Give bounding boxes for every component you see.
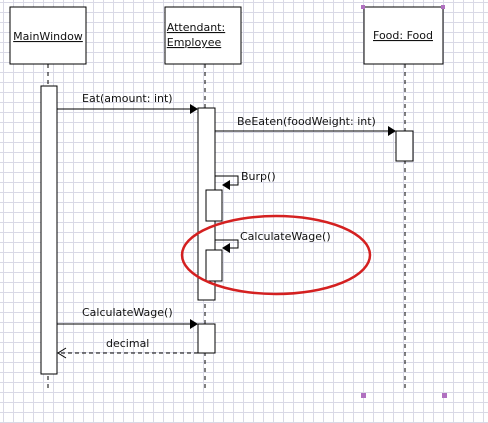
participant-label: Food: Food [373, 29, 433, 42]
message-eat[interactable]: Eat(amount: int) [57, 92, 198, 114]
activation-bar-food[interactable] [395, 130, 414, 162]
participant-box [363, 6, 444, 65]
participant-box [9, 6, 87, 65]
highlight-ellipse [180, 214, 372, 296]
participant-box [164, 6, 242, 65]
arrowhead-filled [190, 104, 198, 114]
activation-bar-attendant-2[interactable] [197, 323, 216, 354]
participant-mainwindow[interactable]: MainWindow [9, 6, 87, 65]
arrowhead-open [57, 347, 67, 359]
activation-bar-burp[interactable] [205, 189, 223, 222]
message-label: BeEaten(foodWeight: int) [237, 115, 376, 128]
message-burp[interactable]: Burp() [215, 170, 276, 190]
selection-handle[interactable] [361, 5, 365, 9]
message-be-eaten[interactable]: BeEaten(foodWeight: int) [215, 115, 396, 136]
message-label: CalculateWage() [240, 230, 331, 243]
message-line [215, 175, 239, 186]
arrowhead-filled [222, 243, 230, 253]
message-decimal-return[interactable]: decimal [57, 337, 198, 359]
activation-bar-mainwindow[interactable] [40, 85, 58, 375]
arrowhead-filled [222, 180, 230, 190]
message-line [215, 239, 239, 249]
participant-label-line-2: Employee [167, 36, 222, 49]
activation-bar-calculate-wage-self[interactable] [205, 249, 223, 282]
selection-handle[interactable] [441, 5, 445, 9]
arrowhead-filled [388, 126, 396, 136]
participant-label: MainWindow [13, 30, 83, 43]
arrowhead-filled [190, 319, 198, 329]
participant-label-line-1: Attendant: [167, 21, 225, 34]
participant-attendant[interactable]: Attendant: Employee [164, 6, 242, 65]
selection-handle[interactable] [442, 393, 447, 398]
selection-handle[interactable] [361, 393, 366, 398]
message-label: decimal [106, 337, 149, 350]
message-label: CalculateWage() [82, 306, 173, 319]
participant-food[interactable]: Food: Food [363, 6, 444, 65]
message-label: Eat(amount: int) [82, 92, 173, 105]
message-label: Burp() [241, 170, 276, 183]
message-calculate-wage[interactable]: CalculateWage() [57, 306, 198, 329]
message-calculate-wage-self[interactable]: CalculateWage() [215, 230, 331, 253]
